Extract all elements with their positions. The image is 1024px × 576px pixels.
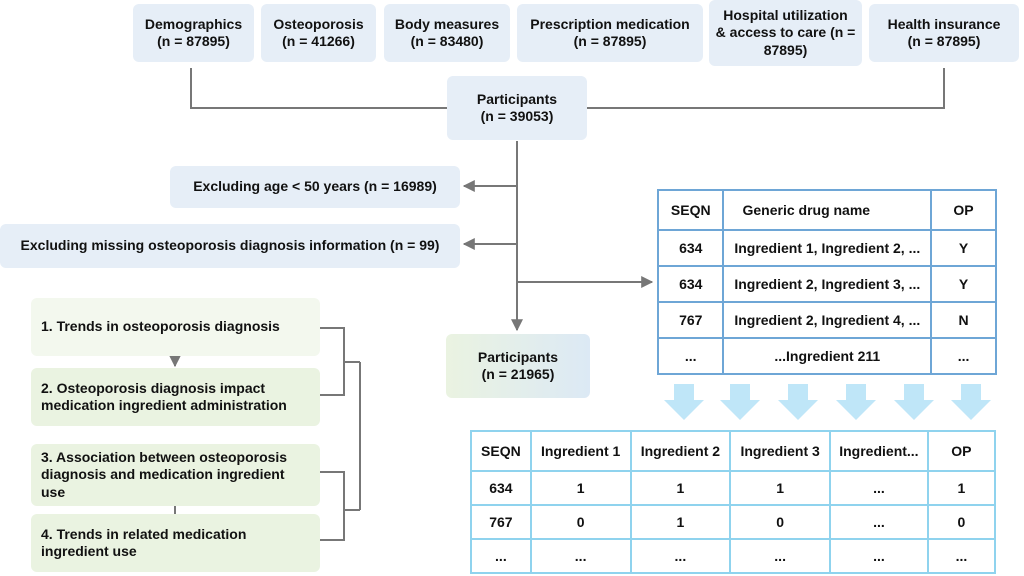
table-cell: Y <box>930 229 997 267</box>
ingredient-table-header: SEQN Ingredient 1 Ingredient 2 Ingredien… <box>470 430 997 472</box>
table-cell: ... <box>829 538 929 574</box>
goal-box-2: 2. Osteoporosis diagnosis impact medicat… <box>31 368 320 426</box>
source-box-insurance: Health insurance (n = 87895) <box>869 4 1019 62</box>
exclusion-age-box: Excluding age < 50 years (n = 16989) <box>170 166 460 208</box>
table-header-cell: SEQN <box>470 430 532 472</box>
table-cell: Ingredient 2, Ingredient 4, ... <box>722 301 933 339</box>
table-cell: ...Ingredient 211 <box>722 337 933 375</box>
table-row: 767 Ingredient 2, Ingredient 4, ... N <box>656 301 997 339</box>
goal-box-4: 4. Trends in related medication ingredie… <box>31 514 320 572</box>
table-cell: 634 <box>656 229 725 267</box>
table-cell: 1 <box>529 470 632 506</box>
table-header-cell: Ingredient 1 <box>529 430 632 472</box>
table-header-cell: OP <box>926 430 997 472</box>
source-box-prescription: Prescription medication (n = 87895) <box>517 4 703 62</box>
table-cell: ... <box>629 538 732 574</box>
table-cell: ... <box>729 538 832 574</box>
table-cell: Ingredient 2, Ingredient 3, ... <box>722 265 933 303</box>
drug-table: SEQN Generic drug name OP 634 Ingredient… <box>656 189 997 375</box>
participants-final-box: Participants (n = 21965) <box>446 334 590 398</box>
source-box-demographics: Demographics (n = 87895) <box>133 4 254 62</box>
table-cell: ... <box>470 538 532 574</box>
table-row: ... ...Ingredient 211 ... <box>656 337 997 375</box>
goal-box-1: 1. Trends in osteoporosis diagnosis <box>31 298 320 356</box>
table-cell: ... <box>656 337 725 375</box>
goal-box-3: 3. Association between osteoporosis diag… <box>31 444 320 506</box>
drug-table-header: SEQN Generic drug name OP <box>656 189 997 231</box>
table-row: 634 1 1 1 ... 1 <box>470 470 997 506</box>
table-cell: 767 <box>470 504 532 540</box>
table-cell: Ingredient 1, Ingredient 2, ... <box>722 229 933 267</box>
table-cell: 1 <box>926 470 997 506</box>
table-cell: Y <box>930 265 997 303</box>
drug-header-name: Generic drug name <box>722 189 933 231</box>
table-cell: 0 <box>729 504 832 540</box>
participants-initial-box: Participants (n = 39053) <box>447 76 587 140</box>
table-header-cell: Ingredient 2 <box>629 430 732 472</box>
table-row: 767 0 1 0 ... 0 <box>470 504 997 540</box>
table-cell: 634 <box>656 265 725 303</box>
table-header-cell: Ingredient... <box>829 430 929 472</box>
table-header-cell: Ingredient 3 <box>729 430 832 472</box>
table-row: ... ... ... ... ... ... <box>470 538 997 574</box>
source-box-hospital: Hospital utilization & access to care (n… <box>709 0 862 66</box>
table-cell: 0 <box>926 504 997 540</box>
table-row: 634 Ingredient 2, Ingredient 3, ... Y <box>656 265 997 303</box>
table-cell: 1 <box>729 470 832 506</box>
table-row: 634 Ingredient 1, Ingredient 2, ... Y <box>656 229 997 267</box>
source-box-osteoporosis: Osteoporosis (n = 41266) <box>261 4 376 62</box>
table-cell: ... <box>829 470 929 506</box>
drug-header-seqn: SEQN <box>656 189 725 231</box>
table-cell: ... <box>829 504 929 540</box>
drug-header-op: OP <box>930 189 997 231</box>
table-cell: ... <box>926 538 997 574</box>
table-cell: 1 <box>629 504 732 540</box>
table-cell: 634 <box>470 470 532 506</box>
table-cell: ... <box>930 337 997 375</box>
table-cell: 1 <box>629 470 732 506</box>
source-box-body-measures: Body measures (n = 83480) <box>384 4 510 62</box>
table-cell: 0 <box>529 504 632 540</box>
table-cell: 767 <box>656 301 725 339</box>
table-cell: ... <box>529 538 632 574</box>
ingredient-table: SEQN Ingredient 1 Ingredient 2 Ingredien… <box>470 430 997 574</box>
table-cell: N <box>930 301 997 339</box>
exclusion-missing-box: Excluding missing osteoporosis diagnosis… <box>0 224 460 268</box>
